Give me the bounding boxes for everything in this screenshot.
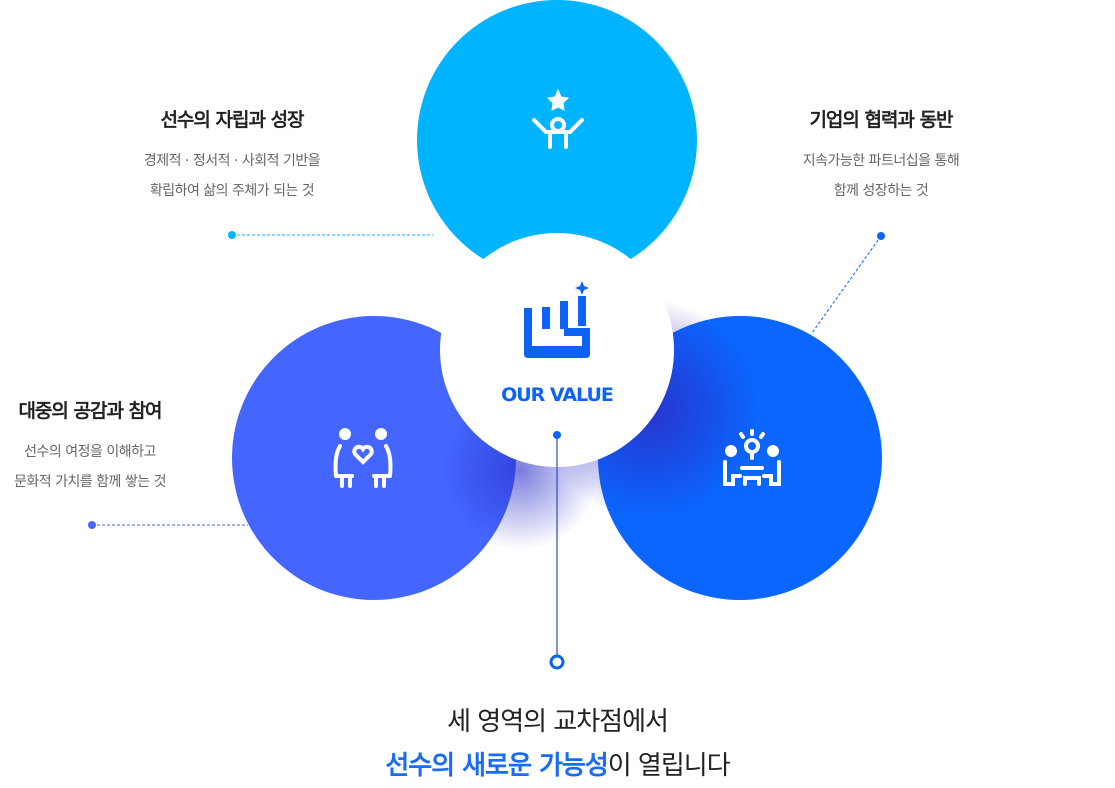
person-star-icon — [532, 88, 584, 149]
our-value-logo-icon — [524, 281, 590, 358]
circle-public — [232, 316, 516, 600]
value-desc-line: 확립하여 삶의 주체가 되는 것 — [149, 183, 315, 199]
connector-dot — [88, 521, 96, 529]
value-title: 기업의 협력과 동반 — [809, 109, 953, 131]
value-desc-line: 함께 성장하는 것 — [833, 183, 929, 199]
bottom-highlight: 선수의 새로운 가능성 — [385, 751, 608, 781]
circle-athlete — [417, 0, 697, 280]
value-desc-line: 문화적 가치를 함께 쌓는 것 — [14, 474, 166, 490]
center-title: OUR VALUE — [501, 384, 614, 406]
connector-dot — [553, 431, 561, 439]
connector-ring — [549, 654, 565, 670]
value-title: 대중의 공감과 참여 — [18, 400, 162, 422]
bottom-rest: 이 열립니다 — [607, 751, 731, 781]
partnership-idea-icon — [723, 429, 781, 486]
bottom-message: 세 영역의 교차점에서 선수의 새로운 가능성이 열립니다 — [0, 700, 1115, 788]
value-desc-line: 선수의 여정을 이해하고 — [24, 444, 156, 460]
connector-dot — [877, 232, 885, 240]
value-desc-line: 지속가능한 파트너십을 통해 — [802, 153, 960, 169]
connector-dot — [228, 231, 236, 239]
value-desc-line: 경제적 · 정서적 · 사회적 기반을 — [143, 153, 321, 169]
bottom-line1: 세 영역의 교차점에서 — [447, 707, 669, 737]
people-heart-icon — [333, 428, 393, 488]
value-title: 선수의 자립과 성장 — [160, 109, 304, 131]
